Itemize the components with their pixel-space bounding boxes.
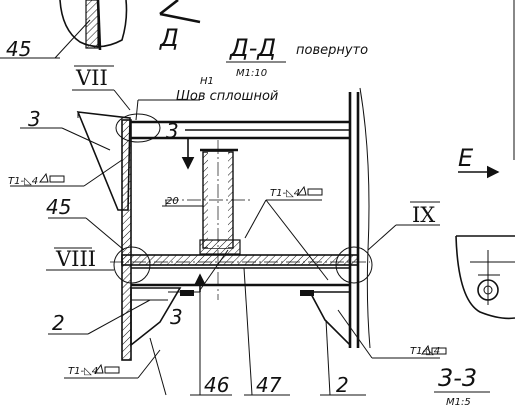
right-break-line	[359, 87, 371, 349]
view-scale: М1:10	[236, 68, 267, 79]
view-title: Д-Д	[229, 34, 276, 62]
section-label-d: Д	[159, 24, 179, 52]
weld-note-solid: Шов сплошной	[176, 89, 278, 104]
weld-label-bottom-left: Т1-◺4	[68, 366, 98, 377]
top-left-detail	[0, 0, 128, 59]
view-label-e: Е	[458, 144, 474, 172]
weld-label-bottom-right: Т1-◺4	[410, 346, 440, 357]
section-title-3-3: 3-3	[438, 364, 477, 392]
part-label-2-left: 2	[52, 311, 65, 335]
part-label-45-mid: 45	[46, 195, 71, 219]
weld-label-middle: Т1-◺4	[270, 188, 300, 199]
detail-label-vii: VII	[75, 66, 108, 90]
section-scale: М1:5	[446, 397, 471, 408]
view-title-note: повернуто	[296, 43, 368, 58]
section-label-3-top: 3	[166, 119, 179, 143]
part-label-2-right: 2	[336, 373, 349, 397]
main-frame	[76, 92, 373, 361]
right-partial-view	[455, 165, 515, 320]
weld-label-left: Т1-◺4	[8, 176, 38, 187]
section-label-3-bottom: 3	[170, 305, 183, 329]
leader-lines	[10, 89, 440, 396]
detail-label-viii: VIII	[55, 247, 96, 271]
part-label-46: 46	[204, 373, 229, 397]
weld-note-h1: Н1	[200, 76, 214, 87]
dimension-20: 20	[166, 196, 179, 207]
section-d-arrow	[159, 0, 201, 24]
part-label-45-top: 45	[6, 37, 31, 61]
part-label-3-top: 3	[28, 107, 41, 131]
part-label-47: 47	[256, 373, 282, 397]
weld-symbols	[39, 172, 447, 374]
detail-label-ix: IX	[412, 203, 435, 227]
